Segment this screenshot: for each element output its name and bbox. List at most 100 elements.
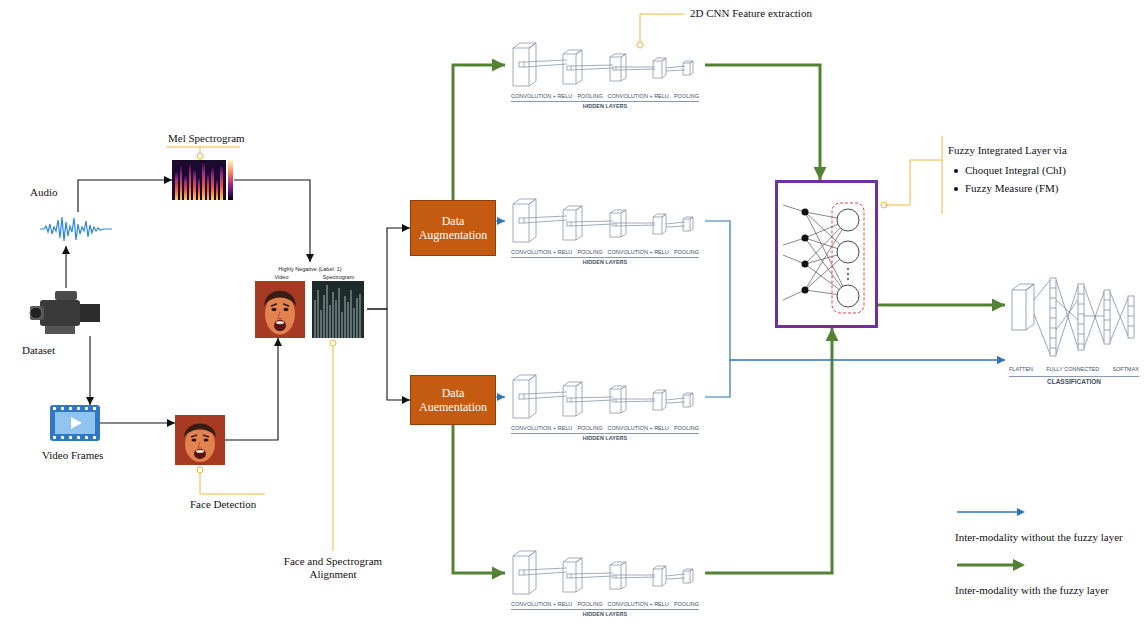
camera-icon xyxy=(30,307,42,319)
legend-item: Inter-modality with the fuzzy layer xyxy=(955,558,1143,611)
legend-sample xyxy=(955,558,1025,572)
connector-arrow xyxy=(496,396,505,397)
node-label: Highly Negative (Label: 1) xyxy=(253,265,367,273)
legend-text: Inter-modality without the fuzzy layer xyxy=(955,531,1143,544)
classification-sketch xyxy=(1050,288,1134,348)
leader-line xyxy=(640,14,684,42)
camera-icon xyxy=(55,291,77,300)
legend-item: Inter-modality without the fuzzy layer xyxy=(955,505,1143,558)
leader-line xyxy=(330,340,336,346)
node-label: Dataset xyxy=(22,344,55,357)
legend: Inter-modality without the fuzzy layerIn… xyxy=(955,505,1143,611)
connector-arrow xyxy=(89,336,90,405)
node-label: POOLING xyxy=(577,248,602,256)
classification-sketch xyxy=(1034,280,1050,354)
node-label: FULLY CONNECTED xyxy=(1046,365,1099,373)
augmentation-box: Data Augmentation xyxy=(410,200,496,256)
fuzzy-network xyxy=(847,268,849,270)
node-label: FLATTEN xyxy=(1009,365,1033,373)
cnn-block: CONVOLUTION + RELUPOOLINGCONVOLUTION + R… xyxy=(505,548,705,618)
cnn-block: CONVOLUTION + RELU POOLING CONVOLUTION + R… xyxy=(505,40,705,110)
classification-sketch xyxy=(1128,296,1134,338)
connector-arrow xyxy=(65,246,66,288)
node-label: HIDDEN LAYERS xyxy=(511,609,699,618)
legend-sample xyxy=(955,505,1025,519)
legend-arrowhead xyxy=(1013,559,1025,571)
node-label: CONVOLUTION + RELU xyxy=(511,92,572,100)
face-image xyxy=(175,415,225,465)
cnn-sketch xyxy=(513,551,693,594)
node-label: HIDDEN LAYERS xyxy=(511,433,699,442)
spectrogram-image xyxy=(312,281,364,338)
node-label: POOLING xyxy=(674,248,699,256)
cnn-sketch xyxy=(513,43,693,86)
node-label: Data Auementation xyxy=(417,386,489,414)
connector-arrow xyxy=(78,180,172,212)
audio-node: Audio xyxy=(40,212,112,246)
cnn-block: CONVOLUTION + RELUPOOLINGCONVOLUTION + R… xyxy=(505,196,705,266)
node-label: Choquet Integral (ChI) xyxy=(965,164,1066,177)
audio-waveform xyxy=(40,217,112,241)
leader-line xyxy=(881,202,887,208)
spectrogram-image xyxy=(189,164,191,200)
spectrogram-image xyxy=(180,166,182,200)
fuzzy-network xyxy=(847,273,849,275)
fuzzy-layer: Fuzzy Integrated Layer viaChoquet Integr… xyxy=(775,180,878,328)
fuzzy-network xyxy=(802,235,809,242)
node-label: POOLING xyxy=(674,424,699,432)
leader-line xyxy=(333,346,334,551)
fuzzy-network xyxy=(802,209,809,216)
connector-arrow xyxy=(453,65,505,200)
node-label: Face Detection xyxy=(190,498,256,511)
leader-line xyxy=(884,136,942,214)
spectrogram-node: Mel Spectrogram xyxy=(172,160,234,200)
node-label: POOLING xyxy=(577,424,602,432)
connector-arrow xyxy=(234,180,310,262)
legend-line xyxy=(957,564,1013,567)
legend-arrowhead xyxy=(1017,508,1025,516)
camera-icon xyxy=(40,300,80,326)
spectrogram-image xyxy=(202,163,205,200)
face-node: Face Detection xyxy=(175,415,225,465)
spectrogram-image xyxy=(172,160,233,200)
node-label: CONVOLUTION + RELU xyxy=(608,92,669,100)
fuzzy-network xyxy=(783,205,805,300)
fuzzy-network xyxy=(783,203,864,313)
node-label: POOLING xyxy=(674,92,699,100)
connector-arrow xyxy=(496,220,505,221)
video-icon xyxy=(53,407,96,439)
connector-arrow xyxy=(100,422,175,423)
legend-text: Inter-modality with the fuzzy layer xyxy=(955,584,1143,597)
fuzzy-network xyxy=(802,261,809,268)
aligned-pair: Highly Negative (Label: 1)VideoSpectrogr… xyxy=(253,262,367,338)
classification-sketch xyxy=(1056,280,1128,354)
leader-line xyxy=(197,467,203,473)
leader-line xyxy=(200,473,265,494)
spectrogram-image xyxy=(211,168,214,200)
classification-sketch xyxy=(1104,290,1110,344)
spectrogram-image xyxy=(220,166,223,200)
fuzzy-network xyxy=(837,285,859,307)
spectrogram-image xyxy=(193,170,196,200)
spectrogram-image xyxy=(207,174,209,200)
leader-line xyxy=(166,14,942,551)
node-label: POOLING xyxy=(577,92,602,100)
node-label: Audio xyxy=(30,186,58,199)
camera-icon xyxy=(45,326,75,334)
leader-line xyxy=(637,42,643,48)
connector-arrow xyxy=(878,304,1005,307)
classification-sketch xyxy=(1012,278,1134,356)
cnn-sketch xyxy=(513,199,693,242)
node-label: CONVOLUTION + RELU xyxy=(608,248,669,256)
spectrogram-image xyxy=(198,178,200,200)
connector-arrow xyxy=(225,338,278,440)
fuzzy-network xyxy=(837,209,859,231)
camera-icon xyxy=(30,306,44,320)
video-icon xyxy=(55,412,95,434)
classification-block: FLATTENFULLY CONNECTEDSOFTMAXCLASSIFICAT… xyxy=(1005,265,1143,387)
node-label: Mel Spectrogram xyxy=(168,132,245,145)
fuzzy-network xyxy=(832,203,864,313)
spectrogram-image xyxy=(172,160,226,200)
